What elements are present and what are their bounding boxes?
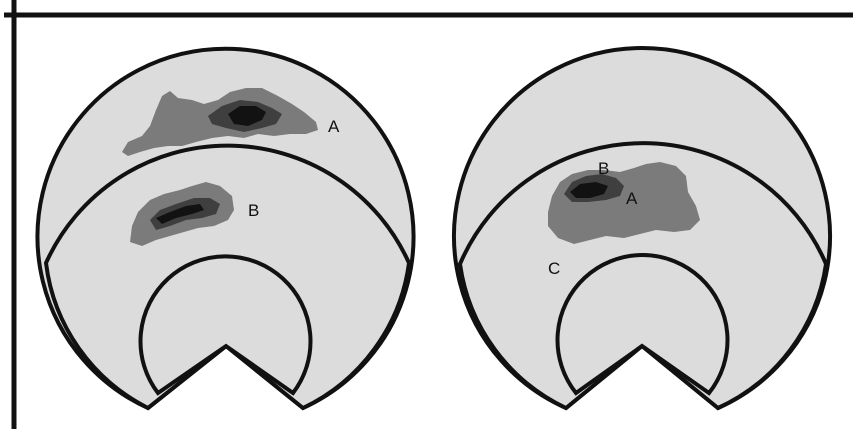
left-label-a: A bbox=[328, 117, 340, 136]
right-label-b: B bbox=[598, 159, 609, 178]
right-label-c: C bbox=[548, 259, 560, 278]
left-label-b: B bbox=[248, 201, 259, 220]
right-label-a: A bbox=[626, 189, 638, 208]
